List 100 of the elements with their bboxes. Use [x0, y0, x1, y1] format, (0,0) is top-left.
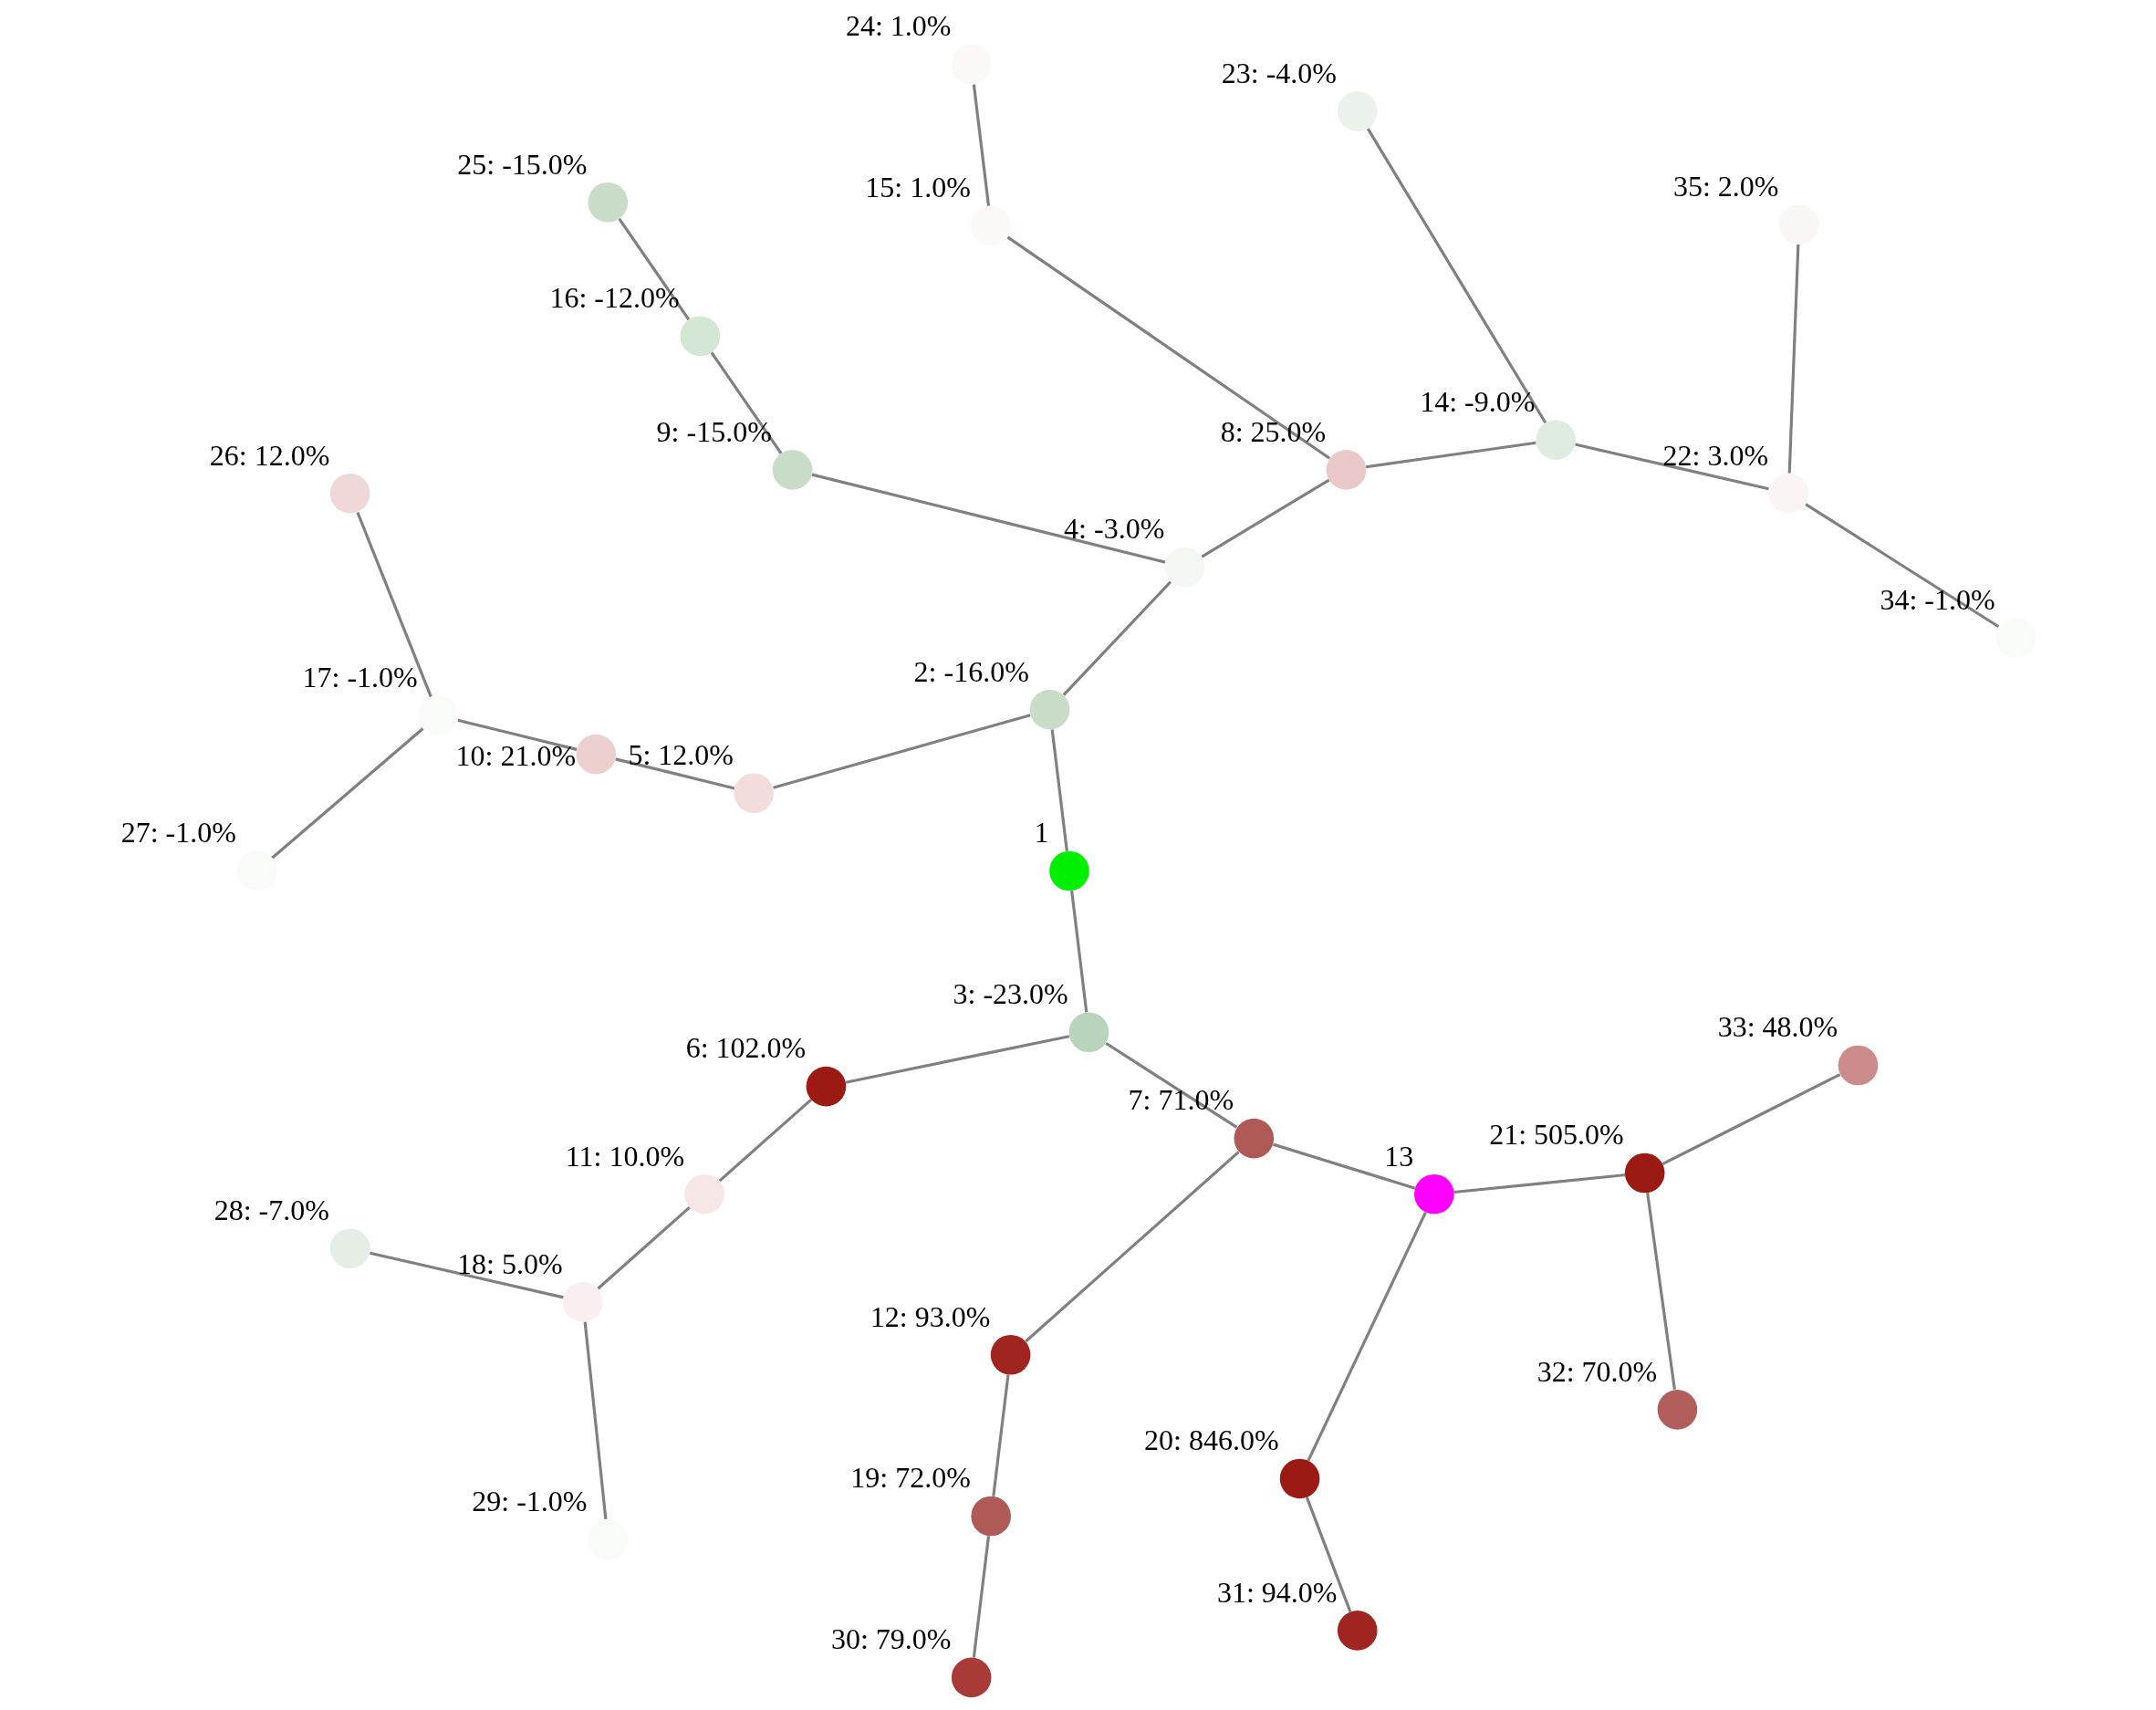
node-circle [1414, 1173, 1454, 1215]
node-label: 10: 21.0% [455, 739, 577, 773]
node-label: 35: 2.0% [1672, 169, 1779, 203]
connector [1365, 441, 1536, 469]
connector [1201, 478, 1330, 558]
node-label: 9: -15.0% [656, 414, 772, 448]
node-circle [329, 473, 370, 514]
node-circle [971, 205, 1011, 246]
node-label: 30: 79.0% [830, 1622, 952, 1656]
connector [615, 757, 735, 790]
node-circle [1279, 1458, 1320, 1499]
node-label: 5: 12.0% [628, 738, 734, 772]
connector [718, 1098, 813, 1183]
node-label: 7: 71.0% [1128, 1083, 1234, 1117]
node-label: 21: 505.0% [1489, 1118, 1624, 1152]
node-label: 14: -9.0% [1420, 385, 1536, 419]
node-label: 2: -16.0% [913, 654, 1029, 688]
connector [1661, 1073, 1841, 1166]
node-circle [563, 1281, 603, 1322]
node-label: 15: 1.0% [865, 171, 971, 204]
node-label: 13 [1384, 1139, 1414, 1173]
connector [1070, 890, 1088, 1013]
node-label: 23: -4.0% [1221, 56, 1337, 89]
connector [597, 1205, 691, 1290]
node-circle [990, 1334, 1031, 1375]
node-label: 29: -1.0% [472, 1485, 588, 1518]
node-circle [971, 1496, 1011, 1537]
node-circle [588, 1519, 629, 1559]
node-circle [1337, 91, 1378, 131]
node-circle [951, 44, 992, 85]
node-label: 11: 10.0% [565, 1139, 685, 1173]
node-circle [772, 450, 813, 490]
node-label: 8: 25.0% [1220, 414, 1327, 448]
node-label: 28: -7.0% [214, 1194, 329, 1227]
node-circle [236, 850, 277, 891]
node-circle [1029, 689, 1070, 730]
node-label: 24: 1.0% [845, 9, 952, 43]
node-label: 26: 12.0% [209, 438, 330, 472]
connector [972, 84, 991, 206]
node-label: 12: 93.0% [870, 1299, 991, 1333]
connector [1105, 1041, 1238, 1129]
connector [1062, 580, 1172, 696]
node-label: 34: -1.0% [1880, 582, 1995, 616]
node-circle [1657, 1390, 1698, 1430]
node-label: 32: 70.0% [1536, 1354, 1658, 1388]
node-circle [680, 316, 721, 357]
node-label: 1 [1034, 816, 1049, 850]
connector [583, 1321, 608, 1520]
connector [773, 714, 1031, 789]
node-circle [1068, 1012, 1109, 1053]
node-circle [576, 734, 617, 775]
node-circle [588, 182, 629, 223]
connector [1025, 1151, 1240, 1343]
connector [1575, 443, 1769, 491]
node-label: 17: -1.0% [302, 660, 418, 693]
node-circle [684, 1173, 724, 1215]
node-label: 18: 5.0% [457, 1246, 563, 1280]
node-circle [1234, 1118, 1275, 1159]
connector [1453, 1173, 1626, 1194]
connector [370, 1251, 564, 1299]
node-circle [418, 695, 459, 735]
node-circle [1768, 473, 1809, 514]
connector [710, 351, 783, 454]
connector [992, 1374, 1010, 1496]
node-label: 20: 846.0% [1144, 1423, 1279, 1457]
node-label: 27: -1.0% [120, 816, 236, 850]
node-circle [1337, 1611, 1378, 1651]
node-circle [1164, 547, 1205, 588]
node-label: 6: 102.0% [685, 1031, 807, 1065]
connector [972, 1536, 991, 1658]
node-circle [1624, 1152, 1665, 1194]
node-label: 19: 72.0% [850, 1461, 971, 1495]
node-circle [951, 1657, 992, 1698]
node-circle [1778, 204, 1819, 245]
node-circle [734, 773, 775, 814]
node-label: 3: -23.0% [953, 977, 1068, 1011]
connector [1307, 1212, 1427, 1462]
node-label: 4: -3.0% [1064, 512, 1165, 546]
connector [1646, 1192, 1676, 1390]
node-circle [1536, 420, 1576, 460]
node-circle [1326, 450, 1367, 490]
connector [1050, 729, 1068, 851]
connector [1366, 128, 1547, 424]
connector [1006, 235, 1331, 460]
node-circle [806, 1066, 847, 1107]
connector [1805, 503, 2000, 629]
node-circle [1049, 850, 1089, 891]
node-label: 33: 48.0% [1717, 1010, 1838, 1044]
connector [1305, 1496, 1352, 1612]
connector [457, 718, 578, 751]
connector [1272, 1142, 1416, 1190]
node-circle [329, 1228, 370, 1269]
connector [1787, 244, 1800, 474]
connector [845, 1035, 1070, 1084]
connector [356, 511, 432, 698]
node-label: 16: -12.0% [549, 281, 680, 315]
node-label: 31: 94.0% [1216, 1575, 1338, 1609]
connector [618, 217, 691, 321]
node-label: 22: 3.0% [1662, 438, 1769, 472]
node-label: 25: -15.0% [457, 147, 588, 181]
